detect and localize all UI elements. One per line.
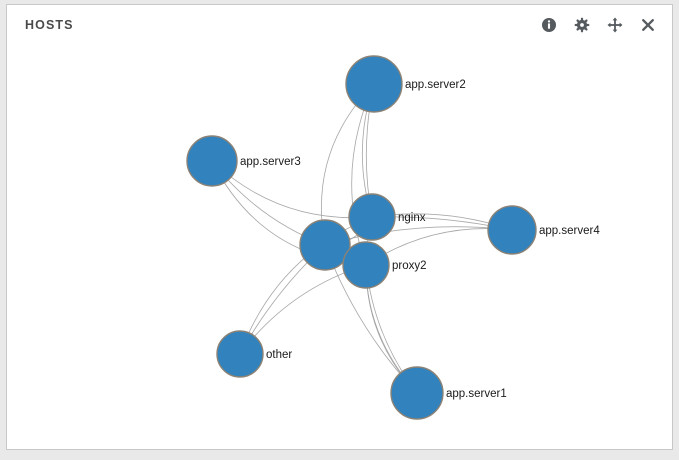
move-icon[interactable] — [607, 17, 623, 33]
node-circle-app.server3[interactable] — [186, 135, 238, 187]
node-circle-app.server4[interactable] — [487, 205, 537, 255]
graph-node[interactable]: app.server3 — [186, 135, 301, 187]
close-icon[interactable] — [640, 17, 656, 33]
graph-nodes[interactable]: app.server2app.server3nginxproxy2app.ser… — [186, 55, 600, 420]
page-title: HOSTS — [25, 18, 74, 32]
info-icon[interactable] — [541, 17, 557, 33]
graph-node[interactable]: app.server1 — [390, 366, 507, 420]
graph-node[interactable]: proxy2 — [342, 241, 427, 289]
node-label: proxy2 — [392, 260, 427, 272]
node-circle-proxy2[interactable] — [342, 241, 390, 289]
node-circle-app.server2[interactable] — [345, 55, 403, 113]
graph-link — [239, 216, 373, 355]
gear-icon[interactable] — [574, 17, 590, 33]
hosts-panel: HOSTS — [6, 4, 673, 450]
panel-actions — [541, 17, 656, 33]
node-label: other — [266, 349, 292, 361]
panel-header: HOSTS — [7, 5, 672, 47]
node-label: app.server1 — [446, 388, 507, 400]
graph-node[interactable] — [299, 219, 351, 271]
node-circle-app.server1[interactable] — [390, 366, 444, 420]
node-circle-other[interactable] — [216, 330, 264, 378]
node-label: app.server3 — [240, 156, 301, 168]
node-circle-hub[interactable] — [299, 219, 351, 271]
node-circle-nginx[interactable] — [348, 193, 396, 241]
node-label: app.server2 — [405, 79, 466, 91]
graph-canvas[interactable]: app.server2app.server3nginxproxy2app.ser… — [7, 47, 672, 450]
graph-node[interactable]: other — [216, 330, 292, 378]
graph-node[interactable]: app.server2 — [345, 55, 466, 113]
graph-node[interactable]: app.server4 — [487, 205, 600, 255]
node-label: app.server4 — [539, 225, 600, 237]
